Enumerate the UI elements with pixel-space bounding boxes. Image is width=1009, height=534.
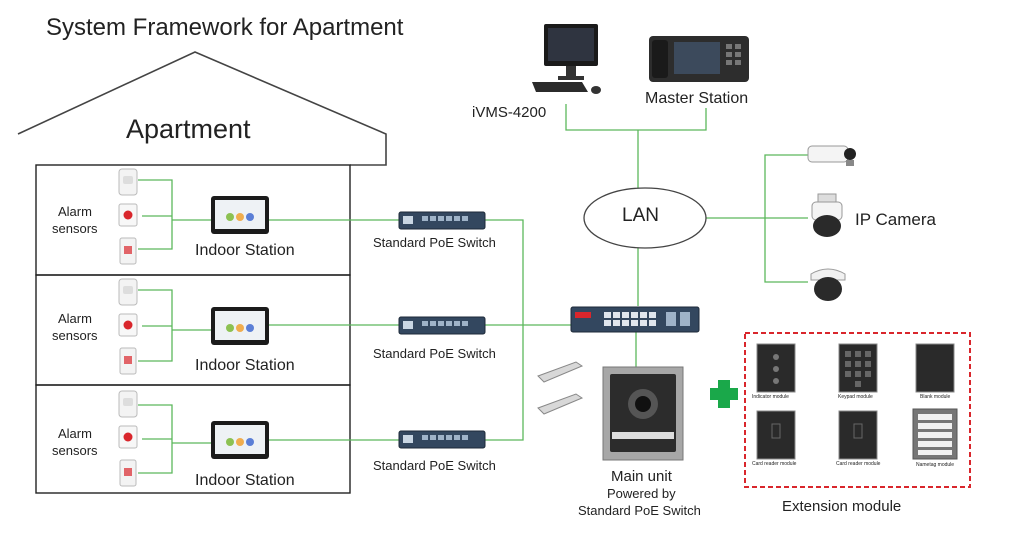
poe-switch-icon-1 — [398, 211, 486, 230]
ip-camera-label: IP Camera — [855, 210, 936, 229]
indoor-station-icon-1 — [211, 196, 269, 234]
apartment-label: Apartment — [126, 114, 251, 144]
door-contact-icon — [119, 237, 137, 265]
panic-button-icon — [118, 313, 138, 337]
indoor-label-1: Indoor Station — [195, 242, 295, 259]
core-poe-switch-icon — [570, 306, 700, 333]
alarm-label-1b: sensors — [52, 221, 98, 236]
pir-sensor-icon — [118, 168, 138, 196]
switch-label-2: Standard PoE Switch — [373, 346, 496, 361]
indicator-module-icon — [756, 343, 796, 393]
door-contact-icon — [119, 347, 137, 375]
sensor-wires — [138, 179, 212, 474]
main-unit-label: Main unit — [611, 468, 672, 485]
indoor-label-3: Indoor Station — [195, 472, 295, 489]
main-unit-switch-label: Standard PoE Switch — [578, 503, 701, 518]
card-reader-module-icon-1 — [756, 410, 796, 460]
module-label-4: Card reader module — [752, 461, 797, 467]
indoor-station-icon-2 — [211, 307, 269, 345]
floor-box-3 — [35, 384, 351, 494]
lan-cloud — [583, 187, 707, 249]
ptz-dome-camera-icon — [811, 193, 843, 237]
alarm-sensors-floor-1 — [118, 168, 138, 265]
door-contact-icon — [119, 459, 137, 487]
network-wires — [268, 104, 808, 441]
master-station-icon — [649, 36, 749, 82]
apartment-roof — [17, 51, 387, 166]
module-label-6: Nametag module — [916, 462, 955, 468]
extension-border — [744, 332, 971, 488]
main-unit-powered-label: Powered by — [607, 486, 676, 501]
alarm-label-2a: Alarm — [58, 311, 92, 326]
pir-sensor-icon — [118, 278, 138, 306]
indoor-station-icon-3 — [211, 421, 269, 459]
module-label-3: Blank module — [920, 394, 951, 400]
magnetic-lock-icon-2 — [537, 393, 584, 415]
pc-workstation-icon — [532, 24, 601, 94]
panic-button-icon — [118, 425, 138, 449]
module-label-5: Card reader module — [836, 461, 881, 467]
blank-module-icon — [915, 343, 955, 393]
alarm-label-3a: Alarm — [58, 426, 92, 441]
switch-label-1: Standard PoE Switch — [373, 235, 496, 250]
diagram-title: System Framework for Apartment — [46, 14, 404, 41]
switch-label-3: Standard PoE Switch — [373, 458, 496, 473]
main-unit-icon — [602, 366, 684, 461]
dome-camera-icon — [810, 268, 846, 301]
card-reader-module-icon-2 — [838, 410, 878, 460]
extension-module-label: Extension module — [782, 498, 902, 515]
poe-switch-icon-3 — [398, 430, 486, 449]
module-label-2: Keypad module — [838, 394, 873, 400]
panic-button-icon — [118, 203, 138, 227]
lan-label: LAN — [622, 205, 659, 226]
alarm-label-1a: Alarm — [58, 204, 92, 219]
module-label-1: Indicator module — [752, 394, 789, 400]
alarm-label-3b: sensors — [52, 443, 98, 458]
alarm-sensors-floor-2 — [118, 278, 138, 375]
magnetic-lock-icon-1 — [537, 361, 584, 383]
nametag-module-icon — [912, 408, 958, 460]
keypad-module-icon — [838, 343, 878, 393]
alarm-sensors-floor-3 — [118, 390, 138, 487]
poe-switch-icon-2 — [398, 316, 486, 335]
plus-icon — [710, 380, 738, 408]
bullet-camera-icon — [807, 145, 856, 166]
pir-sensor-icon — [118, 390, 138, 418]
ivms-label: iVMS-4200 — [472, 104, 547, 121]
alarm-label-2b: sensors — [52, 328, 98, 343]
indoor-label-2: Indoor Station — [195, 357, 295, 374]
master-station-label: Master Station — [645, 90, 749, 107]
